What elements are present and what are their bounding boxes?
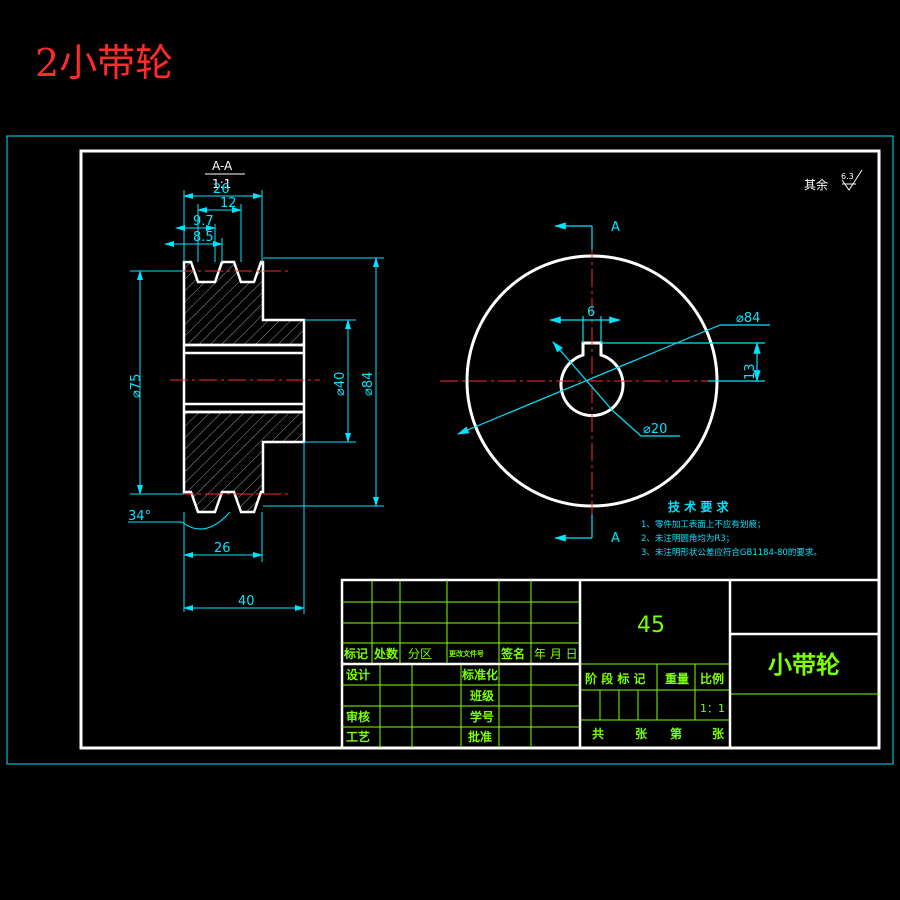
rev-header: 年 月 日 [534,647,578,661]
roughness-value: 6.3 [841,172,854,181]
dim-dia-40: ⌀40 [333,372,348,396]
dim-dia-75: ⌀75 [129,374,144,398]
section-marker-bottom: A [611,531,620,546]
dim-width-26: 26 [214,541,231,556]
roughness-symbol-icon [841,169,863,191]
stage-header: 比例 [700,671,724,686]
dim-width-40: 40 [238,594,255,609]
stage-header: 阶 段 标 记 [585,671,646,686]
material: 45 [637,613,665,638]
section-marker-top: A [611,220,620,235]
role-mid-label: 批准 [468,729,492,744]
rev-header: 处数 [373,646,399,661]
rev-header: 分区 [408,647,432,661]
scale-value: 1：1 [700,702,725,715]
roughness-prefix: 其余 [804,177,828,192]
sheet-outer-border [6,135,894,765]
tech-req-item: 3、未注明形状公差应符合GB1184-80的要求。 [641,547,822,558]
upper-body-hatch [182,260,306,347]
dim-groove-bottom: 8.5 [193,230,214,245]
section-label: A-A [212,159,233,173]
front-view: A A 6 ⌀84 ⌀20 13 [440,220,770,546]
part-name: 小带轮 [768,651,840,679]
role-mid-label: 班级 [470,688,494,703]
dim-angle: 34° [128,509,151,524]
tech-req-item: 1、零件加工表面上不应有划痕； [641,519,765,530]
title-block: 45 小带轮 标记 处数 分区 更改文件号 签名 年 月 日 设计 审核 工艺 … [340,578,881,750]
rev-header: 标记 [343,646,368,661]
dim-groove-top: 9.7 [193,214,214,229]
sheet-label: 共 [592,726,604,741]
dim-front-outer: ⌀84 [736,311,760,326]
tech-req-title: 技 术 要 求 [668,499,730,514]
stage-header: 重量 [665,671,689,686]
section-scale: 1:1 [212,177,231,191]
dim-dia-84: ⌀84 [361,372,376,396]
role-mid-label: 学号 [470,709,494,724]
role-mid-label: 标准化 [461,667,498,682]
tech-requirements: 技 术 要 求 1、零件加工表面上不应有划痕； 2、未注明圆角均为R3； 3、未… [641,499,822,558]
dim-groove-total: 26 [213,182,230,197]
tech-req-item: 2、未注明圆角均为R3； [641,533,734,544]
sheet-label: 张 [635,726,648,741]
section-view: A-A 1:1 [128,159,384,614]
lower-body-hatch [182,410,306,514]
bore-keyway [559,341,625,418]
dim-keyway-width: 6 [587,305,595,320]
rev-header: 更改文件号 [449,649,484,658]
page-title: 2小带轮 [35,41,173,85]
sheet-label: 张 [712,726,725,741]
dim-keyway-depth: 13 [743,363,758,380]
role-label: 工艺 [346,729,370,744]
dim-front-bore: ⌀20 [643,422,667,437]
rev-header: 签名 [500,646,525,661]
role-label: 设计 [346,667,370,682]
dim-groove-pitch: 12 [220,196,237,211]
role-label: 审核 [346,709,370,724]
sheet-label: 第 [670,726,682,741]
